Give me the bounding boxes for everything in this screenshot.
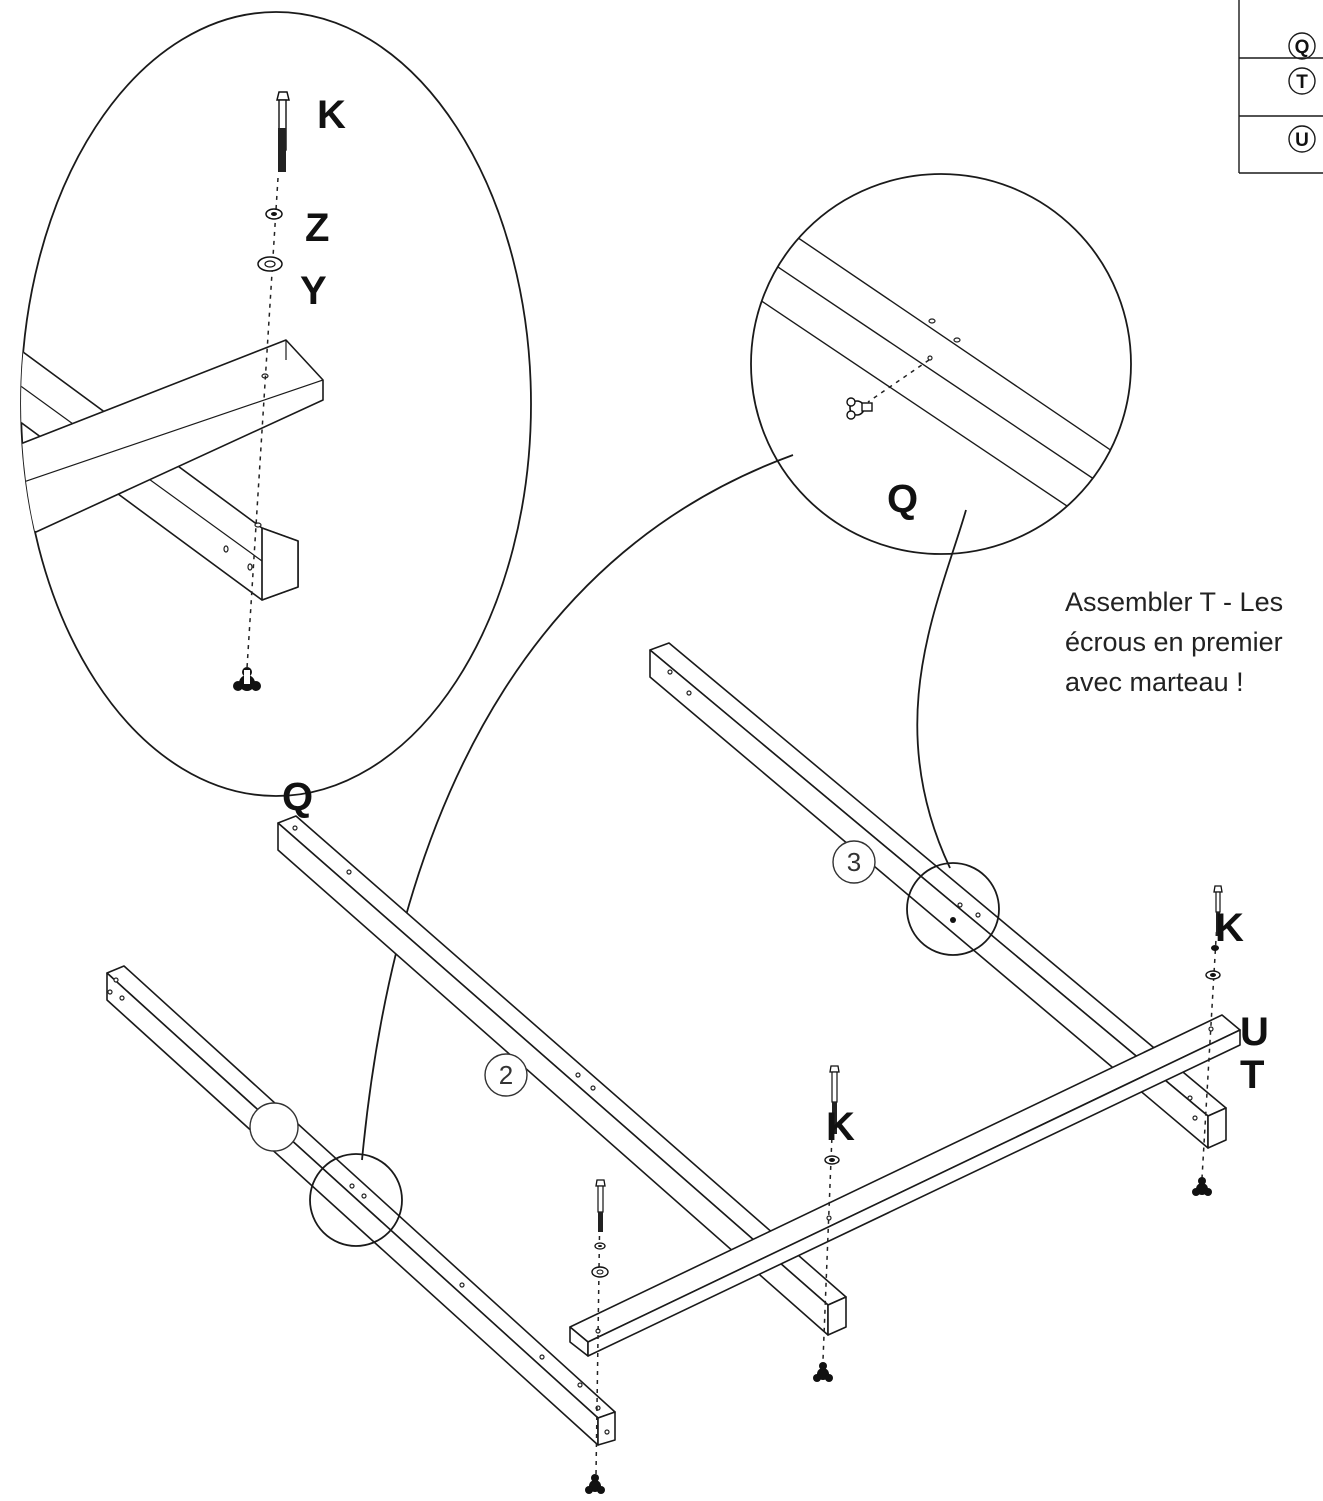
detail-left: K Z Y Q [20, 11, 532, 819]
bolt-middle-icon [829, 1065, 840, 1134]
step-3-number: 3 [847, 847, 861, 877]
main-beam-u-label: U [1240, 1010, 1269, 1054]
tnut-middle-icon [813, 1362, 833, 1382]
instruction-line-1: Assembler T - Les [1065, 587, 1283, 617]
detail-right-tnut-icon [846, 397, 873, 420]
detail-left-tnut-icon [233, 667, 261, 691]
step-3-badge: 3 [832, 840, 876, 884]
hardware-right: K U T [1192, 885, 1269, 1196]
detail-right-pointer-label: Q [887, 477, 918, 521]
instruction-note: Assembler T - Les écrous en premier avec… [1065, 587, 1283, 697]
detail-left-washer-large-label: Y [300, 269, 327, 313]
parts-row-u: U [1288, 125, 1316, 153]
parts-row-q: Q [1288, 32, 1316, 60]
detail-left-washer-small-label: Z [305, 206, 329, 250]
step-2-number: 2 [499, 1060, 513, 1090]
step-2-badge: 2 [484, 1053, 528, 1097]
ball-knob-icon [249, 1102, 299, 1152]
tnut-front-left-icon [585, 1474, 605, 1494]
bolt-right-icon [1213, 885, 1223, 936]
instruction-line-2: écrous en premier [1065, 627, 1283, 657]
callout-circle-left [309, 1153, 403, 1247]
callout-circle-right [906, 862, 1000, 956]
leader-curve-left [361, 454, 794, 1161]
leader-curve-right [916, 509, 967, 869]
parts-row-t-letter: T [1296, 72, 1308, 93]
detail-left-washer-large-icon [257, 256, 283, 272]
detail-left-pointer-label: Q [282, 775, 313, 819]
bolt-front-left-icon [595, 1179, 606, 1232]
parts-row-t: T [1288, 67, 1316, 95]
hardware-middle: K [813, 1065, 855, 1382]
detail-left-bolt-icon [276, 91, 290, 172]
detail-right-outline [750, 173, 1132, 555]
detail-right: Q [750, 173, 1132, 555]
beam-2 [277, 815, 847, 1336]
tnut-right-icon [1192, 1177, 1212, 1196]
main-beam-t-label: T [1240, 1053, 1264, 1097]
beam-front-left [106, 965, 616, 1446]
instruction-line-3: avec marteau ! [1065, 667, 1244, 697]
main-bolt-right-label: K [1215, 906, 1244, 950]
beam-u [569, 1014, 1241, 1357]
detail-left-bolt-label: K [317, 93, 346, 137]
main-bolt-mid-label: K [826, 1105, 855, 1149]
detail-left-beam-cross [21, 339, 324, 533]
hardware-front-left [585, 1179, 609, 1494]
beam-3 [649, 642, 1227, 1149]
detail-left-washer-small-icon [265, 208, 283, 220]
parts-row-u-letter: U [1295, 130, 1309, 151]
parts-row-q-letter: Q [1295, 37, 1310, 58]
parts-table: Q T U [1238, 0, 1323, 174]
